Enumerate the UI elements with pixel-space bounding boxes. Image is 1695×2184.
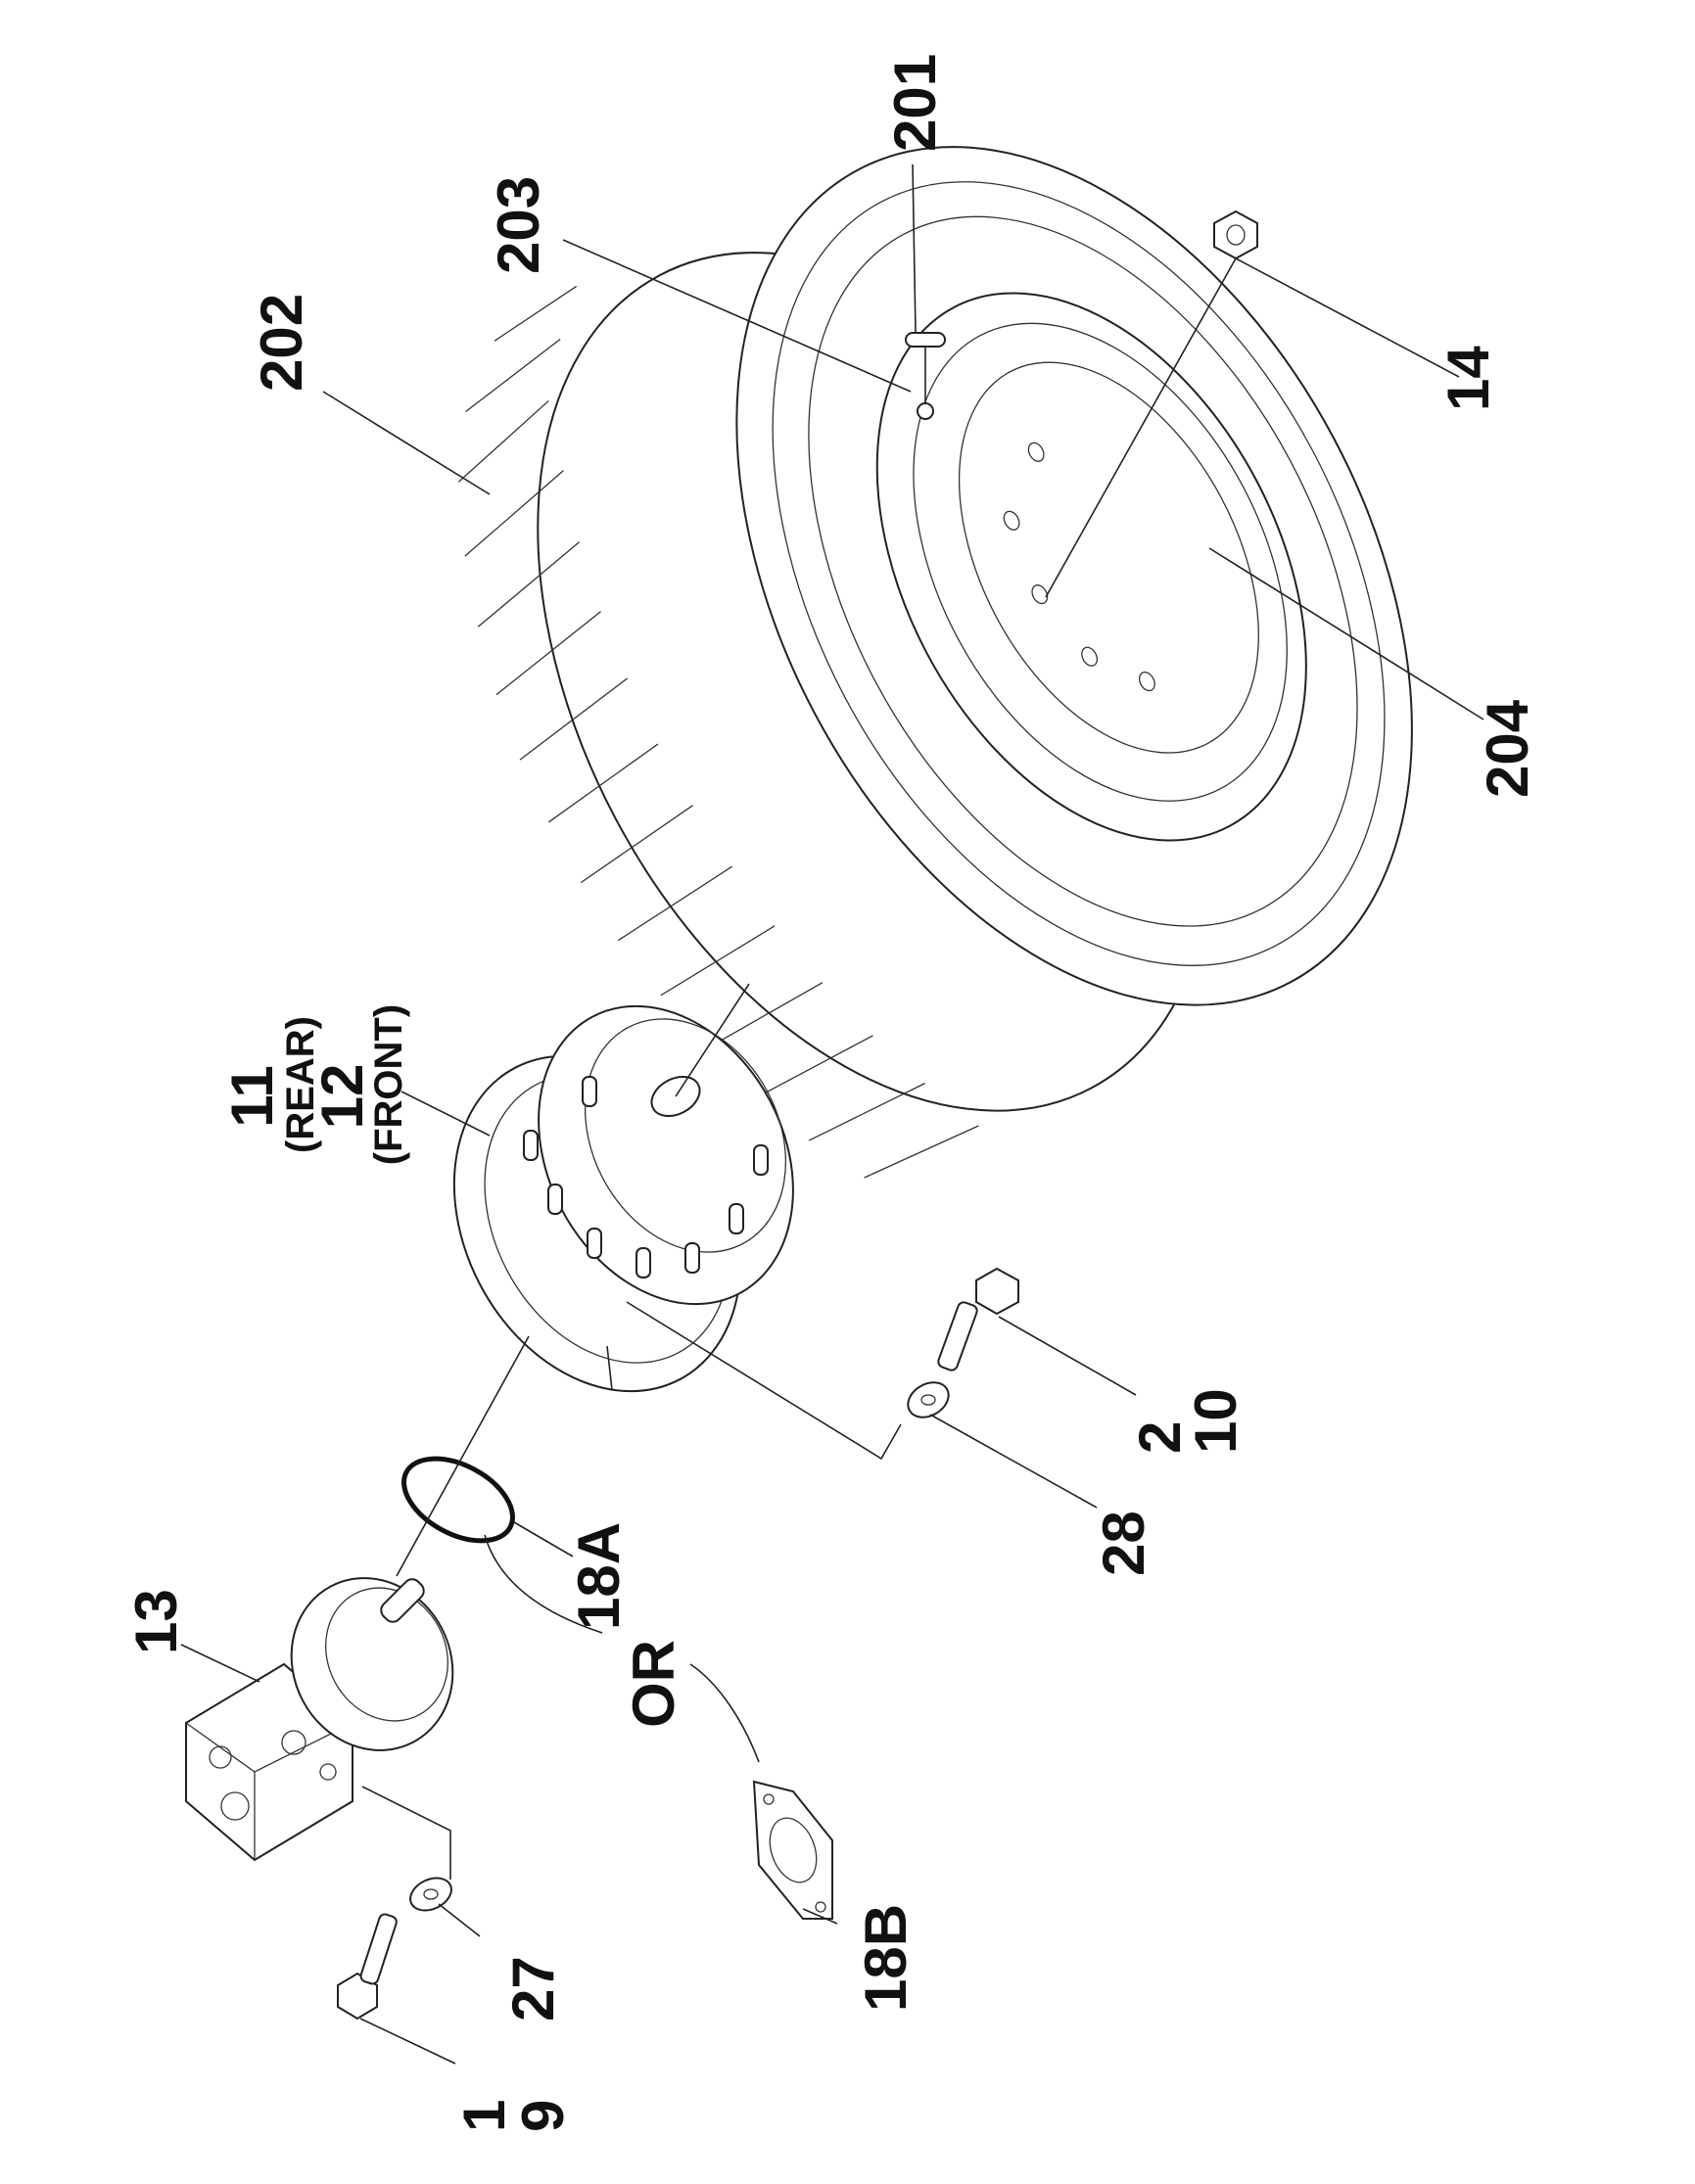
valve-stem [905, 332, 946, 420]
callout-13: 13 [123, 1589, 189, 1654]
callout-2: 2 [1127, 1421, 1193, 1454]
leader-lines [180, 163, 1484, 2065]
callout-203: 203 [486, 176, 551, 274]
drive-motor [185, 1577, 454, 1862]
callout-labels: 201 203 202 14 204 11 (REAR) 12 (FRONT) … [123, 54, 1540, 2132]
motor-bolt [337, 1913, 398, 2021]
callout-204: 204 [1475, 699, 1540, 798]
callout-202: 202 [249, 294, 314, 392]
lug-nut [1213, 209, 1258, 260]
motor-washer [409, 1877, 452, 1912]
callout-27: 27 [500, 1956, 566, 2021]
callout-11: 11 [219, 1065, 285, 1127]
tire-tread [457, 285, 979, 1179]
callout-10: 10 [1183, 1388, 1248, 1454]
callout-1: 1 [451, 2100, 517, 2132]
rim-bolt-holes [1003, 441, 1155, 692]
callout-18a: 18A [566, 1522, 632, 1630]
callout-201: 201 [882, 54, 948, 152]
callout-9: 9 [510, 2100, 576, 2132]
o-ring [401, 1456, 515, 1544]
callout-14: 14 [1436, 346, 1501, 411]
hub-washer [907, 1381, 950, 1418]
callout-18b: 18B [853, 1904, 918, 2012]
tire-wheel-assembly [457, 146, 1413, 1179]
callout-12: 12 [309, 1064, 375, 1130]
wheel-hub [452, 1004, 794, 1393]
hub-bolt [937, 1267, 1019, 1371]
hub-studs [523, 1076, 769, 1278]
callout-rear: (REAR) [279, 1016, 322, 1153]
callout-or: OR [621, 1640, 686, 1728]
callout-front: (FRONT) [367, 1004, 410, 1165]
callout-28: 28 [1091, 1510, 1156, 1576]
gasket [752, 1780, 833, 1920]
